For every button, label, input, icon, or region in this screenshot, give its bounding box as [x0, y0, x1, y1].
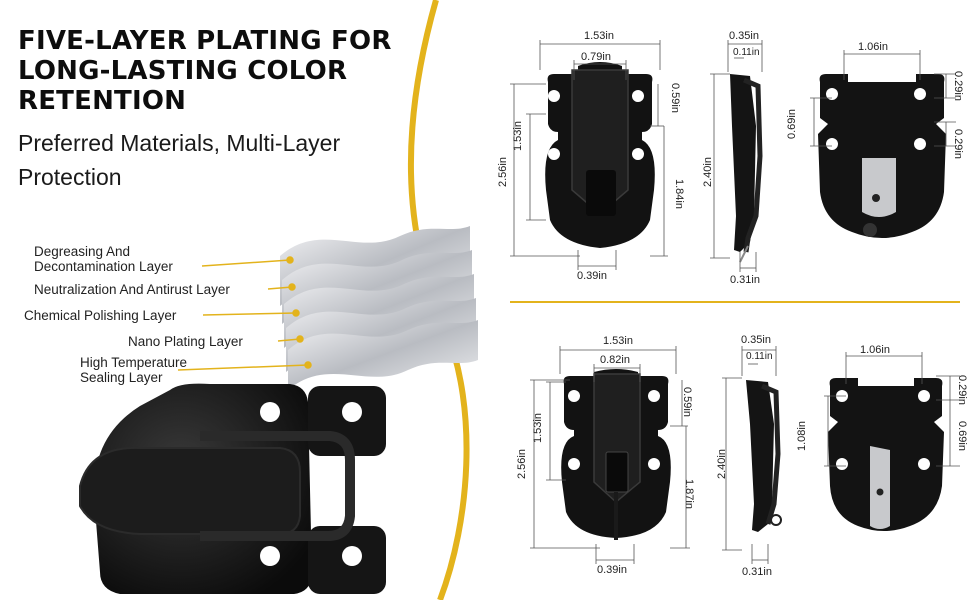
layer-label-degreasing: Degreasing And Decontamination Layer	[34, 244, 173, 274]
layer-label-nano-plating: Nano Plating Layer	[128, 334, 243, 349]
top-back-top-gap: 0.29in	[952, 71, 964, 101]
plating-layers-illustration	[280, 226, 478, 390]
top-side-base: 0.31in	[730, 274, 760, 286]
top-front-latch-drawing	[545, 62, 655, 248]
top-side-depth: 0.35in	[729, 30, 759, 42]
bottom-front-body-height: 1.53in	[532, 413, 544, 443]
bottom-front-tongue-width: 0.39in	[597, 564, 627, 576]
top-side-height: 2.40in	[702, 157, 714, 187]
bottom-back-width: 1.06in	[860, 344, 890, 356]
latch-product-photo	[79, 383, 386, 594]
top-front-lower-height: 1.84in	[673, 179, 685, 209]
bottom-side-base: 0.31in	[742, 566, 772, 578]
top-back-middle: 0.69in	[786, 109, 798, 139]
bottom-front-overall-height: 2.56in	[516, 449, 528, 479]
bottom-front-dimension-lines	[530, 346, 690, 564]
bottom-front-lower-height: 1.87in	[683, 479, 695, 509]
top-front-top-offset: 0.59in	[669, 83, 681, 113]
subheadline: Preferred Materials, Multi-Layer Protect…	[18, 130, 341, 190]
top-front-latch-width: 0.79in	[581, 51, 611, 63]
top-side-thickness: 0.11in	[733, 47, 760, 58]
layer-sheet	[288, 320, 478, 390]
bottom-front-latch-drawing	[561, 369, 671, 540]
top-front-overall-height: 2.56in	[497, 157, 509, 187]
bottom-side-thickness: 0.11in	[746, 351, 773, 362]
top-back-dimension-lines	[810, 50, 956, 147]
top-front-overall-width: 1.53in	[584, 30, 614, 42]
bottom-side-dimension-lines	[722, 346, 777, 564]
bottom-front-overall-width: 1.53in	[603, 335, 633, 347]
layer-label-chemical-polishing: Chemical Polishing Layer	[24, 308, 177, 323]
bottom-back-latch-drawing	[828, 378, 944, 531]
bottom-side-depth: 0.35in	[741, 334, 771, 346]
bottom-back-dimension-lines	[824, 352, 960, 467]
layer-label-neutralization: Neutralization And Antirust Layer	[34, 282, 230, 297]
top-back-lower-gap: 0.29in	[952, 129, 964, 159]
top-back-width: 1.06in	[858, 41, 888, 53]
top-back-latch-drawing	[818, 74, 946, 238]
bottom-side-height: 2.40in	[716, 449, 728, 479]
bottom-back-lower-gap: 0.69in	[956, 421, 968, 451]
top-side-latch-drawing	[730, 74, 763, 263]
bottom-front-top-offset: 0.59in	[681, 387, 693, 417]
top-front-dimension-lines	[510, 40, 668, 270]
layer-label-sealing: High Temperature Sealing Layer	[80, 355, 188, 385]
top-side-dimension-lines	[710, 40, 763, 272]
top-front-tongue-width: 0.39in	[577, 270, 607, 282]
bottom-back-middle: 1.08in	[796, 421, 808, 451]
bottom-back-top-gap: 0.29in	[956, 375, 968, 405]
top-front-body-height: 1.53in	[512, 121, 524, 151]
bottom-side-latch-drawing	[746, 380, 782, 532]
bottom-front-latch-width: 0.82in	[600, 354, 630, 366]
headline: FIVE-LAYER PLATING FOR LONG-LASTING COLO…	[18, 26, 392, 116]
